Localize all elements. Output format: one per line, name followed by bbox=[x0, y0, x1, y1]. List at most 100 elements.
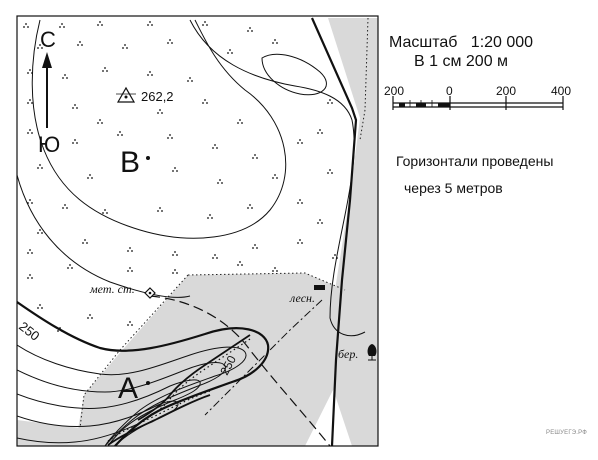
meadow-dot bbox=[216, 257, 218, 259]
birch-label: бер. bbox=[338, 347, 358, 361]
meadow-dot bbox=[63, 26, 65, 28]
contour-line bbox=[17, 423, 139, 444]
meadow-dot bbox=[131, 270, 133, 272]
ravine-upper-hachures bbox=[137, 338, 251, 425]
meadow-dot bbox=[272, 177, 274, 179]
forest-boundary bbox=[79, 17, 369, 429]
meadow-dot bbox=[147, 74, 149, 76]
meadow-dot bbox=[157, 210, 159, 212]
forester-house-icon bbox=[314, 285, 325, 290]
meadow-dot bbox=[206, 102, 208, 104]
elevation-mark: 262,2 bbox=[141, 89, 174, 104]
meadow-dot bbox=[57, 330, 59, 332]
meadow-dot bbox=[336, 257, 338, 259]
meadow-dot bbox=[39, 229, 41, 231]
meadow-dot bbox=[69, 264, 71, 266]
scale-tick-label: 400 bbox=[551, 84, 571, 98]
meadow-dot bbox=[237, 122, 239, 124]
meadow-dot bbox=[119, 131, 121, 133]
meadow-dot bbox=[252, 157, 254, 159]
scale-subtitle: В 1 см 200 м bbox=[414, 53, 509, 70]
meadow-dot bbox=[204, 99, 206, 101]
meadow-dot bbox=[227, 52, 229, 54]
meadow-dot bbox=[37, 167, 39, 169]
meadow-dot bbox=[99, 119, 101, 121]
meadow-dot bbox=[327, 172, 329, 174]
meadow-dot bbox=[251, 30, 253, 32]
south-label: Ю bbox=[38, 132, 60, 157]
meadow-dot bbox=[147, 24, 149, 26]
meadow-dot bbox=[74, 139, 76, 141]
meadow-dot bbox=[89, 314, 91, 316]
meadow-dot bbox=[76, 142, 78, 144]
contour-line bbox=[261, 53, 327, 96]
meadow-dot bbox=[29, 99, 31, 101]
meadow-dot bbox=[41, 167, 43, 169]
meadow-dot bbox=[31, 277, 33, 279]
contour-interval-note-cont: через 5 метров bbox=[404, 180, 503, 196]
meadow-dot bbox=[76, 107, 78, 109]
meadow-dot bbox=[219, 179, 221, 181]
meadow-dot bbox=[37, 307, 39, 309]
meadow-dot bbox=[172, 170, 174, 172]
meadow-dot bbox=[99, 21, 101, 23]
meadow-dot bbox=[131, 250, 133, 252]
meadow-dot bbox=[249, 27, 251, 29]
meadow-dot bbox=[31, 252, 33, 254]
meadow-dot bbox=[101, 24, 103, 26]
meadow-dot bbox=[131, 324, 133, 326]
meadow-dot bbox=[97, 24, 99, 26]
meadow-dot bbox=[39, 44, 41, 46]
meadow-dot bbox=[62, 207, 64, 209]
scale-bar bbox=[392, 96, 564, 110]
scale-word: Масштаб bbox=[389, 34, 458, 51]
meadow-dot bbox=[67, 267, 69, 269]
meadow-dot bbox=[149, 21, 151, 23]
meadow-dot bbox=[61, 23, 63, 25]
meadow-dot bbox=[74, 104, 76, 106]
meadow-dot bbox=[31, 72, 33, 74]
triangulation-point-icon bbox=[116, 86, 136, 103]
meadow-dot bbox=[81, 44, 83, 46]
meadow-dot bbox=[239, 119, 241, 121]
meadow-dot bbox=[126, 47, 128, 49]
meadow-dot bbox=[229, 49, 231, 51]
meadow-dot bbox=[27, 102, 29, 104]
meadow-dot bbox=[72, 142, 74, 144]
meadow-dot bbox=[172, 272, 174, 274]
meadow-dot bbox=[72, 107, 74, 109]
meadow-dot bbox=[276, 42, 278, 44]
meadow-dot bbox=[174, 167, 176, 169]
meadow-dot bbox=[27, 132, 29, 134]
meadow-dot bbox=[299, 139, 301, 141]
weather-station-icon bbox=[144, 287, 156, 299]
ravine-lower-edge bbox=[107, 394, 211, 446]
meadow-dot bbox=[176, 170, 178, 172]
weather-station-label: мет. ст. bbox=[89, 282, 135, 296]
scale-title: Масштаб 1:20 000 bbox=[389, 34, 533, 52]
meadow-dot bbox=[23, 26, 25, 28]
meadow-dot bbox=[129, 321, 131, 323]
north-label: С bbox=[40, 27, 56, 52]
contour-line bbox=[31, 19, 287, 239]
meadow-dot bbox=[299, 239, 301, 241]
contour-interval-note: Горизонтали проведены bbox=[396, 153, 554, 169]
meadow-dot bbox=[206, 24, 208, 26]
meadow-dot bbox=[171, 42, 173, 44]
meadow-dot bbox=[31, 132, 33, 134]
meadow-dot bbox=[174, 269, 176, 271]
meadow-dot bbox=[41, 47, 43, 49]
scale-tick-label: 0 bbox=[446, 84, 453, 98]
meadow-dot bbox=[149, 71, 151, 73]
meadow-dot bbox=[167, 42, 169, 44]
meadow-dot bbox=[129, 267, 131, 269]
meadow-dot bbox=[301, 242, 303, 244]
meadow-dot bbox=[212, 257, 214, 259]
meadow-dot bbox=[104, 67, 106, 69]
meadow-dot bbox=[209, 214, 211, 216]
meadow-dot bbox=[117, 134, 119, 136]
meadow-dot bbox=[204, 21, 206, 23]
meadow-dot bbox=[106, 70, 108, 72]
meadow-dot bbox=[274, 267, 276, 269]
meadow-dot bbox=[297, 142, 299, 144]
